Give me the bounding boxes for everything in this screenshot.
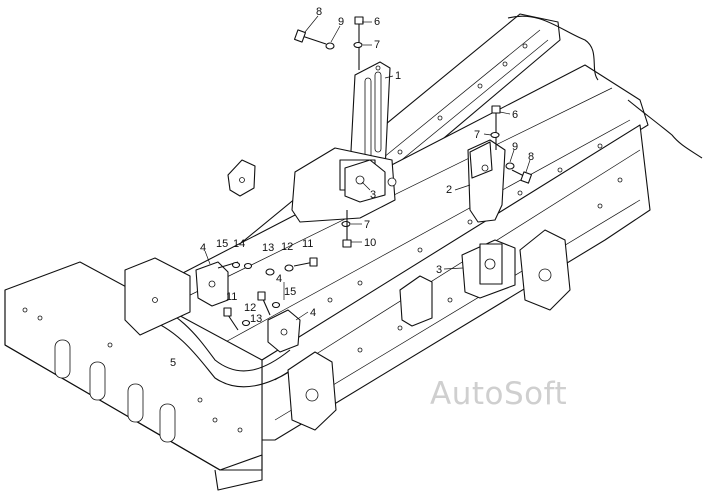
callout-3-lower: 3 xyxy=(436,264,442,276)
callout-11-top: 11 xyxy=(302,238,313,250)
front-cross-member xyxy=(4,261,263,491)
callout-14: 14 xyxy=(233,238,245,250)
callout-6-right: 6 xyxy=(512,109,518,121)
spring-hanger-right xyxy=(519,229,571,311)
callout-12-top: 12 xyxy=(281,241,293,253)
callout-9-right: 9 xyxy=(512,141,518,153)
frame-gusset-left xyxy=(124,257,191,336)
callout-7-lower: 7 xyxy=(364,219,370,231)
rail-break-line-upper xyxy=(507,15,599,81)
engine-mount-3-lower xyxy=(461,239,516,299)
callout-1: 1 xyxy=(395,70,401,82)
mounting-plate-1 xyxy=(349,61,391,183)
engine-mount-4-right xyxy=(267,309,301,353)
callout-4-mid: 4 xyxy=(276,273,282,285)
mounting-bracket-2 xyxy=(467,139,506,223)
bracket-mid-left xyxy=(399,275,433,327)
callout-9-top: 9 xyxy=(338,16,344,28)
callout-15-bottom: 15 xyxy=(284,286,296,298)
spring-hanger-front xyxy=(287,351,337,431)
bracket-top-left xyxy=(227,159,256,197)
engine-mount-4-left xyxy=(195,261,229,307)
callout-13-bottom: 13 xyxy=(250,313,262,325)
callout-5: 5 xyxy=(170,357,176,369)
callout-4-left: 4 xyxy=(200,242,206,254)
callout-6-top: 6 xyxy=(374,16,380,28)
callout-4-right: 4 xyxy=(310,307,316,319)
callout-11-bottom: 11 xyxy=(226,291,237,303)
callout-leader-lines xyxy=(204,15,531,321)
callout-7-top: 7 xyxy=(374,39,380,51)
callout-12-bottom: 12 xyxy=(244,302,256,314)
callout-7-right: 7 xyxy=(474,129,480,141)
callout-15-top: 15 xyxy=(216,238,228,250)
callout-13-top: 13 xyxy=(262,242,274,254)
watermark: AutoSoft xyxy=(430,376,568,412)
callout-8-right: 8 xyxy=(528,151,534,163)
callout-labels: 8 9 6 7 1 3 6 7 9 8 2 7 10 4 15 14 13 12… xyxy=(170,6,534,369)
fastener-bolts xyxy=(217,16,533,331)
rail-break-line-lower xyxy=(627,99,703,159)
callout-8-top: 8 xyxy=(316,6,322,18)
engine-mount-3-upper xyxy=(291,147,397,223)
callout-3-upper: 3 xyxy=(370,189,376,201)
callout-10: 10 xyxy=(364,237,376,249)
callout-2: 2 xyxy=(446,184,452,196)
front-pipe-lower xyxy=(144,317,296,388)
